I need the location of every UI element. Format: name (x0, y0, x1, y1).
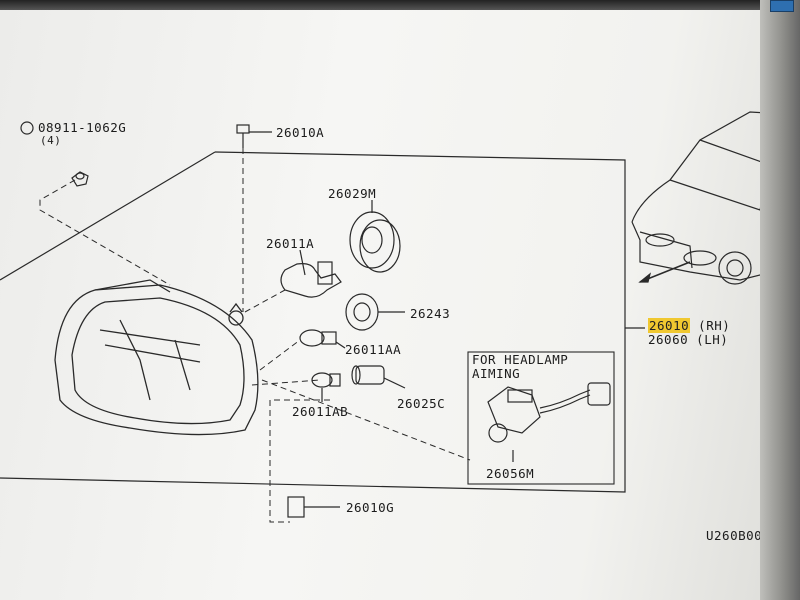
callout-screw: 08911-1062G (38, 120, 127, 135)
assy-lh-number: 26060 (648, 332, 689, 347)
aiming-inset (467, 351, 615, 485)
socket-cap-icon (349, 200, 401, 273)
monitor-bezel-top (0, 0, 800, 10)
callout-socket-cap: 26029M (328, 186, 377, 201)
callout-round-socket: 26243 (410, 306, 451, 321)
callout-screw-qty: (4) (40, 134, 62, 147)
inset-title-line2: AIMING (472, 366, 521, 381)
aiming-motor-icon (487, 382, 611, 462)
assy-rh-number: 26010 (648, 318, 691, 333)
callout-bolt-top: 26010A (276, 125, 325, 140)
main-bulb-icon (280, 249, 342, 298)
bolt-icon (236, 124, 272, 148)
callout-main-bulb: 26011A (266, 236, 315, 251)
side-bulb-icon (311, 372, 341, 402)
clip-icon (287, 496, 340, 518)
callout-clip: 26010G (346, 500, 395, 515)
round-socket-icon (345, 293, 405, 331)
monitor-bezel-right (760, 0, 800, 600)
callout-small-bulb: 26011AA (345, 342, 402, 357)
headlamp-housing (54, 279, 259, 436)
assy-rh-side: (RH) (698, 318, 731, 333)
figure-code: U260B004 (706, 528, 771, 543)
callout-side-bulb: 26011AB (292, 404, 349, 419)
window-button[interactable] (770, 0, 794, 12)
inset-title-line1: FOR HEADLAMP (472, 352, 569, 367)
callout-small-socket: 26025C (397, 396, 446, 411)
assy-lh-side: (LH) (696, 332, 729, 347)
small-bulb-icon (299, 329, 346, 349)
small-socket-icon (351, 365, 406, 389)
callout-assy-rh: 26010 (RH) (648, 318, 730, 333)
assembly-frame (0, 151, 626, 493)
callout-assy-lh: 26060 (LH) (648, 332, 728, 347)
callout-aiming-part: 26056M (486, 466, 535, 481)
screw-icon (20, 121, 34, 135)
